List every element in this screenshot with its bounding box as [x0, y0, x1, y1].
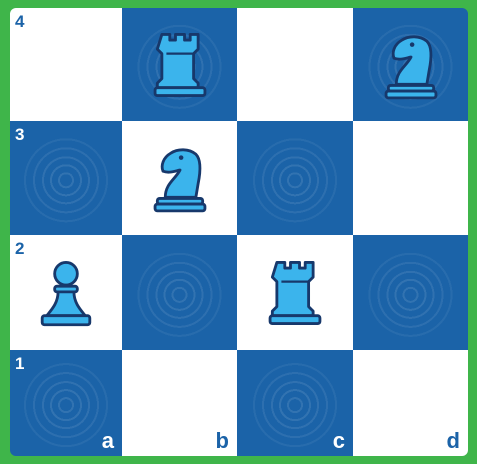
square-c1[interactable]: c: [237, 350, 353, 456]
square-b3[interactable]: [122, 121, 237, 235]
rook-icon[interactable]: [146, 25, 214, 105]
file-label-a: a: [102, 428, 114, 454]
chess-board: 4 3: [10, 8, 468, 456]
rank-label-4: 4: [15, 12, 24, 32]
knight-icon[interactable]: [146, 138, 214, 218]
square-d3[interactable]: [353, 121, 468, 235]
square-c4[interactable]: [237, 8, 353, 121]
square-b2[interactable]: [122, 235, 237, 350]
square-a2[interactable]: 2: [10, 235, 122, 350]
square-d4[interactable]: [353, 8, 468, 121]
square-a3[interactable]: 3: [10, 121, 122, 235]
rank-label-2: 2: [15, 239, 24, 259]
pawn-icon[interactable]: [32, 253, 100, 333]
file-label-d: d: [447, 428, 460, 454]
square-c2[interactable]: [237, 235, 353, 350]
file-label-b: b: [216, 428, 229, 454]
knight-icon[interactable]: [377, 25, 445, 105]
square-b1[interactable]: b: [122, 350, 237, 456]
square-c3[interactable]: [237, 121, 353, 235]
square-b4[interactable]: [122, 8, 237, 121]
square-d1[interactable]: d: [353, 350, 468, 456]
square-d2[interactable]: [353, 235, 468, 350]
rook-icon[interactable]: [261, 253, 329, 333]
rank-label-1: 1: [15, 354, 24, 374]
rank-label-3: 3: [15, 125, 24, 145]
square-a1[interactable]: 1 a: [10, 350, 122, 456]
file-label-c: c: [333, 428, 345, 454]
square-a4[interactable]: 4: [10, 8, 122, 121]
